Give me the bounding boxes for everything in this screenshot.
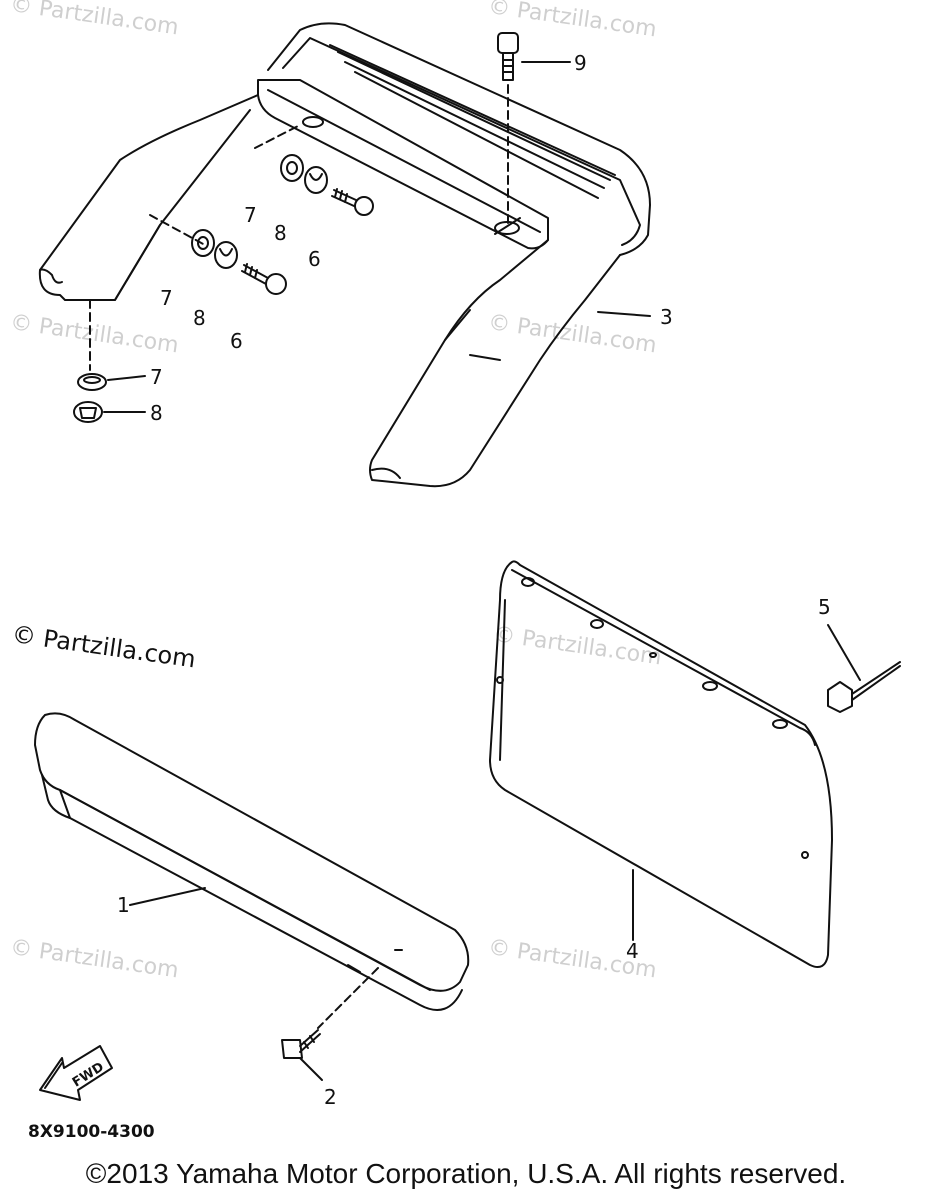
nut-part-8-upper [305, 167, 327, 193]
callout-7-lower: 7 [150, 365, 163, 389]
bolt-part-6-middle [242, 264, 286, 294]
callout-4: 4 [626, 939, 639, 963]
front-arrow-icon [40, 1046, 112, 1100]
diagram-code: 8X9100-4300 [28, 1122, 155, 1142]
screw-part-2 [282, 1030, 322, 1080]
bolt-part-9 [498, 33, 570, 225]
callout-6-upper: 6 [308, 247, 321, 271]
copyright-notice: ©2013 Yamaha Motor Corporation, U.S.A. A… [85, 1158, 847, 1189]
callout-7-middle: 7 [160, 286, 173, 310]
washer-part-7-lower [78, 374, 106, 390]
callout-1: 1 [117, 893, 130, 917]
callout-9: 9 [574, 51, 587, 75]
front-badge-text: FWD [70, 1060, 107, 1091]
callout-8-middle: 8 [193, 306, 206, 330]
callout-3: 3 [660, 305, 673, 329]
callout-5: 5 [818, 595, 831, 619]
bumper-part-1 [35, 713, 468, 1028]
bolt-part-6-upper [332, 189, 373, 215]
callout-8-upper: 8 [274, 221, 287, 245]
washer-part-7-middle [192, 230, 214, 256]
grab-bar-part-3 [40, 23, 650, 486]
callout-6-middle: 6 [230, 329, 243, 353]
mud-flap-part-4 [490, 561, 832, 967]
callout-2: 2 [324, 1085, 337, 1109]
callout-8-lower: 8 [150, 401, 163, 425]
rivet-part-5 [828, 625, 900, 712]
callout-7-upper: 7 [244, 203, 257, 227]
nut-part-8-middle [215, 242, 237, 268]
washer-part-7-upper [281, 155, 303, 181]
nut-part-8-lower [74, 402, 102, 422]
